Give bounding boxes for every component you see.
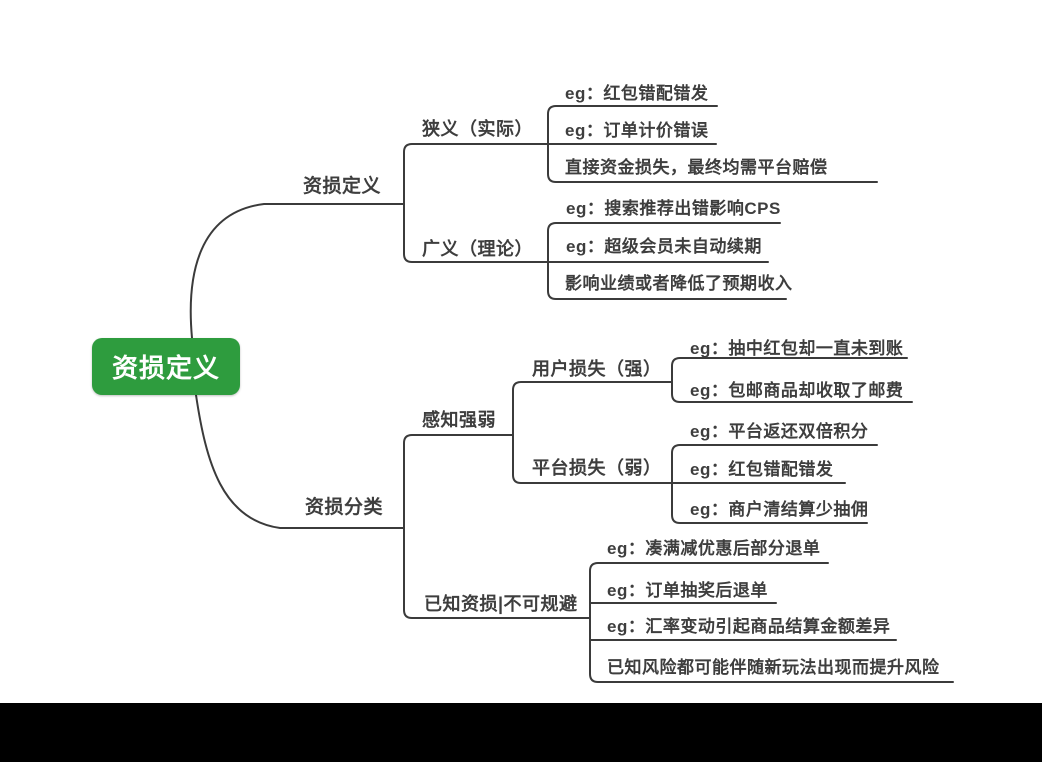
topic-broad-sense[interactable]: 广义（理论）: [422, 239, 533, 259]
leaf-membership-renewal[interactable]: eg：超级会员未自动续期: [566, 237, 762, 256]
leaf-order-pricing-error[interactable]: eg：订单计价错误: [565, 121, 709, 140]
leaf-known-risk-new-gameplay[interactable]: 已知风险都可能伴随新玩法出现而提升风险: [607, 658, 940, 677]
connector-root-to-branch1: [189, 203, 405, 339]
topic-narrow-sense[interactable]: 狭义（实际）: [422, 119, 533, 139]
topic-platform-loss-weak[interactable]: 平台损失（弱）: [532, 458, 662, 478]
bracket-userloss-leaves: [671, 357, 913, 403]
leaf-performance-impact[interactable]: 影响业绩或者降低了预期收入: [565, 274, 793, 293]
letterbox-bottom-bar: [0, 703, 1042, 762]
leaf-exchange-rate-difference[interactable]: eg：汇率变动引起商品结算金额差异: [607, 617, 891, 636]
leaf-partial-refund-after-discount[interactable]: eg：凑满减优惠后部分退单: [607, 539, 821, 558]
leaf-direct-fund-loss[interactable]: 直接资金损失，最终均需平台赔偿: [565, 158, 828, 177]
leaf-redpacket-mismatch-2[interactable]: eg：红包错配错发: [690, 460, 834, 479]
bracket-branch1-children: [403, 143, 549, 263]
leaf-redpacket-mismatch-1[interactable]: eg：红包错配错发: [565, 84, 709, 103]
topic-loss-definition[interactable]: 资损定义: [303, 176, 382, 197]
bracket-branch2-children: [403, 434, 591, 619]
central-topic-node[interactable]: 资损定义: [92, 338, 240, 395]
topic-known-loss-unavoidable[interactable]: 已知资损|不可规避: [424, 594, 578, 614]
leaf-merchant-settlement-commission[interactable]: eg：商户清结算少抽佣: [690, 500, 869, 519]
leaf-refund-after-lottery[interactable]: eg：订单抽奖后退单: [607, 581, 768, 600]
topic-user-loss-strong[interactable]: 用户损失（强）: [532, 359, 662, 379]
bracket-knownloss-leaves: [589, 562, 954, 683]
topic-loss-classification[interactable]: 资损分类: [305, 497, 384, 518]
leaf-redpacket-not-arrived[interactable]: eg：抽中红包却一直未到账: [690, 339, 904, 358]
central-topic-label: 资损定义: [111, 353, 220, 383]
topic-perception-strength[interactable]: 感知强弱: [422, 410, 496, 430]
leaf-double-points-refund[interactable]: eg：平台返还双倍积分: [690, 422, 869, 441]
leaf-search-cps[interactable]: eg：搜索推荐出错影响CPS: [566, 199, 781, 218]
connector-root-to-branch2: [195, 394, 405, 529]
leaf-shipping-fee-charged[interactable]: eg：包邮商品却收取了邮费: [690, 381, 904, 400]
bracket-perception-children: [512, 381, 673, 484]
